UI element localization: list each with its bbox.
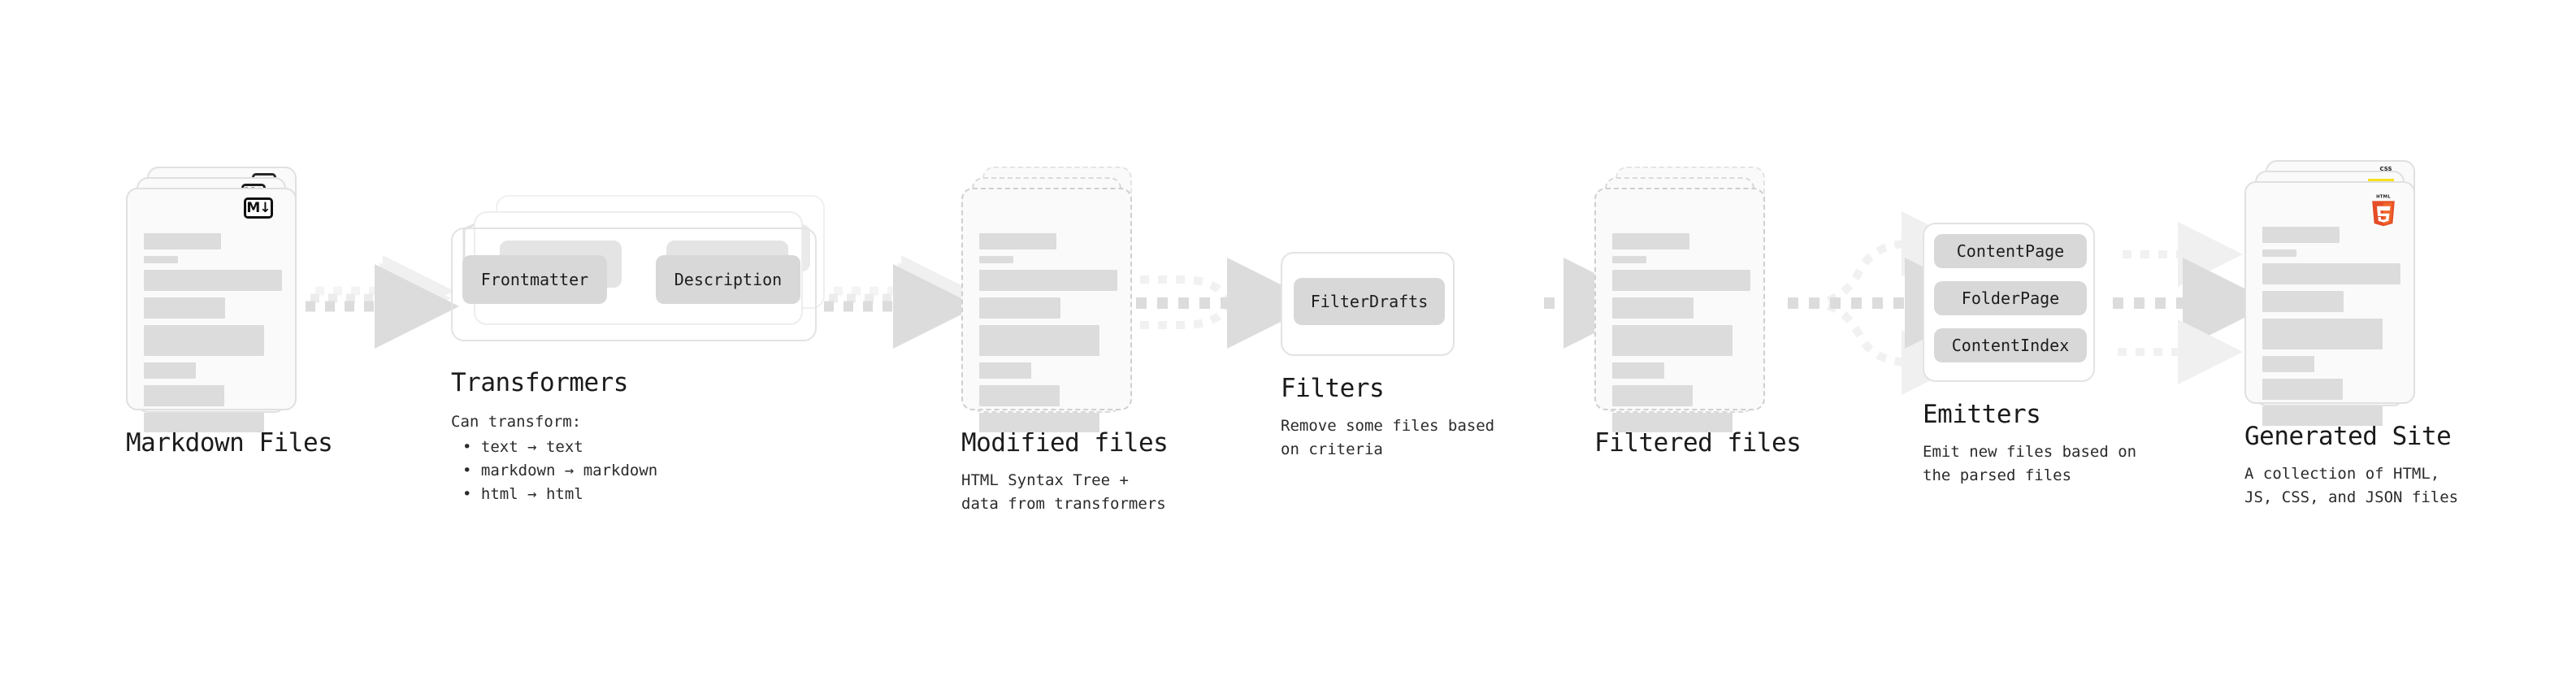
plugin-pill-description[interactable]: Description xyxy=(656,255,800,304)
generated-doc-skeleton xyxy=(2262,206,2400,432)
stage-title-emitters: Emitters xyxy=(1923,400,2041,429)
modified-doc-front xyxy=(961,188,1132,432)
plugin-label-description: Description xyxy=(674,270,783,289)
transformers-bullet-list: text → text markdown → markdown html → h… xyxy=(451,436,825,507)
generated-site-stack: CSS HTML xyxy=(2244,160,2415,426)
stage-title-filters: Filters xyxy=(1281,374,1385,403)
stage-title-transformers: Transformers xyxy=(451,368,628,397)
markdown-file-stack: M↓ M↓ M↓ xyxy=(126,167,297,432)
plugin-label-folderpage: FolderPage xyxy=(1961,288,2060,308)
modified-doc-skeleton xyxy=(979,212,1117,439)
html5-logo-svg: HTML xyxy=(2372,195,2395,227)
transformers-bullet-2: html → html xyxy=(451,483,825,506)
transformers-bullet-1: markdown → markdown xyxy=(451,459,825,483)
markdown-doc-front xyxy=(126,188,297,432)
stage-title-generated-site: Generated Site xyxy=(2244,422,2452,451)
transformers-bullet-0: text → text xyxy=(451,436,825,459)
stage-modified-files: Modified files HTML Syntax Tree + data f… xyxy=(961,167,1169,515)
plugin-pill-contentpage[interactable]: ContentPage xyxy=(1934,234,2087,268)
filters-groupbox: FilterDrafts xyxy=(1281,252,1455,356)
transformers-group-stack: Frontmatter Description xyxy=(451,195,825,341)
stage-emitters: ContentPage FolderPage ContentIndex Emit… xyxy=(1923,223,2136,487)
stage-title-filtered-files: Filtered files xyxy=(1594,428,1802,458)
stage-title-markdown-files: Markdown Files xyxy=(126,428,333,458)
filtered-doc-front xyxy=(1594,188,1765,432)
emitters-groupbox: ContentPage FolderPage ContentIndex xyxy=(1923,223,2095,382)
stage-subtitle-modified-files: HTML Syntax Tree + data from transformer… xyxy=(961,471,1166,513)
stage-subtitle-emitters: Emit new files based on the parsed files xyxy=(1923,443,2137,484)
html5-icon: HTML xyxy=(2370,193,2397,227)
plugin-pill-folderpage[interactable]: FolderPage xyxy=(1934,281,2087,315)
plugin-pill-filterdrafts[interactable]: FilterDrafts xyxy=(1294,278,1445,325)
plugin-label-filterdrafts: FilterDrafts xyxy=(1310,292,1429,311)
stage-markdown-files: M↓ M↓ M↓ Markdown Files xyxy=(126,167,333,458)
stage-subtitle-filters: Remove some files based on criteria xyxy=(1281,417,1495,458)
stage-subtitle-generated-site: A collection of HTML, JS, CSS, and JSON … xyxy=(2244,465,2459,506)
plugin-pill-contentindex[interactable]: ContentIndex xyxy=(1934,328,2087,362)
stage-title-modified-files: Modified files xyxy=(961,428,1169,458)
connector-filtered-to-emitters xyxy=(1788,211,1996,395)
filtered-file-stack xyxy=(1594,167,1765,432)
stage-subtitle-transformers: Can transform: xyxy=(451,413,582,431)
svg-text:HTML: HTML xyxy=(2376,195,2391,200)
filtered-doc-skeleton xyxy=(1612,212,1750,439)
plugin-label-contentindex: ContentIndex xyxy=(1951,336,2070,355)
stage-generated-site: CSS HTML Generated Site A collection o xyxy=(2244,160,2458,509)
connector-transformers-to-modified xyxy=(824,255,978,349)
markdown-badge: M↓ xyxy=(244,197,273,219)
stage-transformers: Run in parallel Frontmatter Description xyxy=(451,193,825,507)
plugin-label-frontmatter: Frontmatter xyxy=(480,270,589,289)
stage-filters: FilterDrafts Filters Remove some files b… xyxy=(1281,252,1494,461)
stage-filtered-files: Filtered files xyxy=(1594,167,1802,458)
markdown-doc-skeleton xyxy=(144,212,282,439)
plugin-pill-frontmatter[interactable]: Frontmatter xyxy=(462,255,607,304)
plugin-label-contentpage: ContentPage xyxy=(1956,241,2065,261)
modified-file-stack xyxy=(961,167,1132,432)
transformers-groupbox: Frontmatter Description xyxy=(451,228,817,341)
